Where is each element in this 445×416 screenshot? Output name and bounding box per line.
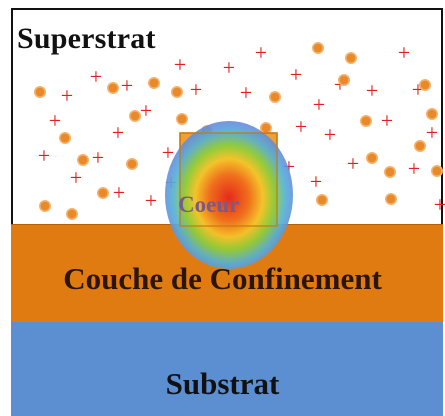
coeur-label: Coeur	[178, 192, 240, 217]
plus-sign-icon: +	[324, 122, 336, 147]
plus-sign-icon: +	[113, 180, 125, 205]
orange-dot-icon	[176, 113, 189, 126]
orange-dot-icon	[344, 51, 357, 64]
plus-sign-icon: +	[290, 62, 302, 87]
plus-sign-icon: +	[174, 52, 186, 77]
plus-sign-icon: +	[426, 120, 438, 145]
orange-dot-icon	[97, 187, 110, 200]
plus-sign-icon: +	[145, 188, 157, 213]
orange-dot-icon	[107, 82, 120, 95]
plus-sign-icon: +	[49, 108, 61, 133]
orange-dot-icon	[77, 154, 90, 167]
orange-dot-icon	[58, 132, 71, 145]
orange-dot-icon	[171, 86, 184, 99]
orange-dot-icon	[425, 108, 438, 121]
plus-sign-icon: +	[223, 55, 235, 80]
orange-dot-icon	[430, 165, 443, 178]
orange-dot-icon	[33, 86, 46, 99]
coeur-square-outline	[179, 132, 278, 227]
confinement-label: Couche de Confinement	[63, 261, 382, 296]
plus-sign-icon: +	[434, 192, 445, 217]
plus-sign-icon: +	[347, 151, 359, 176]
plus-sign-icon: +	[121, 73, 133, 98]
plus-sign-icon: +	[295, 114, 307, 139]
plus-sign-icon: +	[240, 80, 252, 105]
guided-mode-field	[165, 121, 293, 269]
orange-dot-icon	[38, 200, 51, 213]
plus-sign-icon: +	[381, 108, 393, 133]
orange-dot-icon	[365, 152, 378, 165]
plus-sign-icon: +	[310, 169, 322, 194]
orange-dot-icon	[359, 115, 372, 128]
orange-dot-icon	[383, 166, 396, 179]
plus-sign-icon: +	[366, 78, 378, 103]
plus-sign-icon: +	[140, 98, 152, 123]
orange-dot-icon	[66, 208, 79, 221]
orange-dot-icon	[311, 41, 324, 54]
orange-dot-icon	[126, 158, 139, 171]
plus-sign-icon: +	[190, 77, 202, 102]
orange-dot-icon	[413, 140, 426, 153]
plus-sign-icon: +	[162, 140, 174, 165]
plus-sign-icon: +	[255, 40, 267, 65]
plus-sign-icon: +	[112, 120, 124, 145]
plus-sign-icon: +	[398, 40, 410, 65]
plus-sign-icon: +	[92, 145, 104, 170]
orange-dot-icon	[337, 74, 350, 87]
orange-dot-icon	[315, 194, 328, 207]
orange-dot-icon	[418, 79, 431, 92]
plus-sign-icon: +	[61, 83, 73, 108]
orange-dot-icon	[384, 193, 397, 206]
superstrat-label: Superstrat	[17, 22, 156, 55]
orange-dot-icon	[268, 91, 281, 104]
plus-sign-icon: +	[90, 64, 102, 89]
plus-sign-icon: +	[313, 92, 325, 117]
substrat-layer	[11, 322, 443, 416]
plus-sign-icon: +	[70, 165, 82, 190]
plus-sign-icon: +	[38, 143, 50, 168]
plus-sign-icon: +	[408, 156, 420, 181]
orange-dot-icon	[148, 77, 161, 90]
substrat-label: Substrat	[165, 366, 280, 401]
orange-dot-icon	[129, 110, 142, 123]
